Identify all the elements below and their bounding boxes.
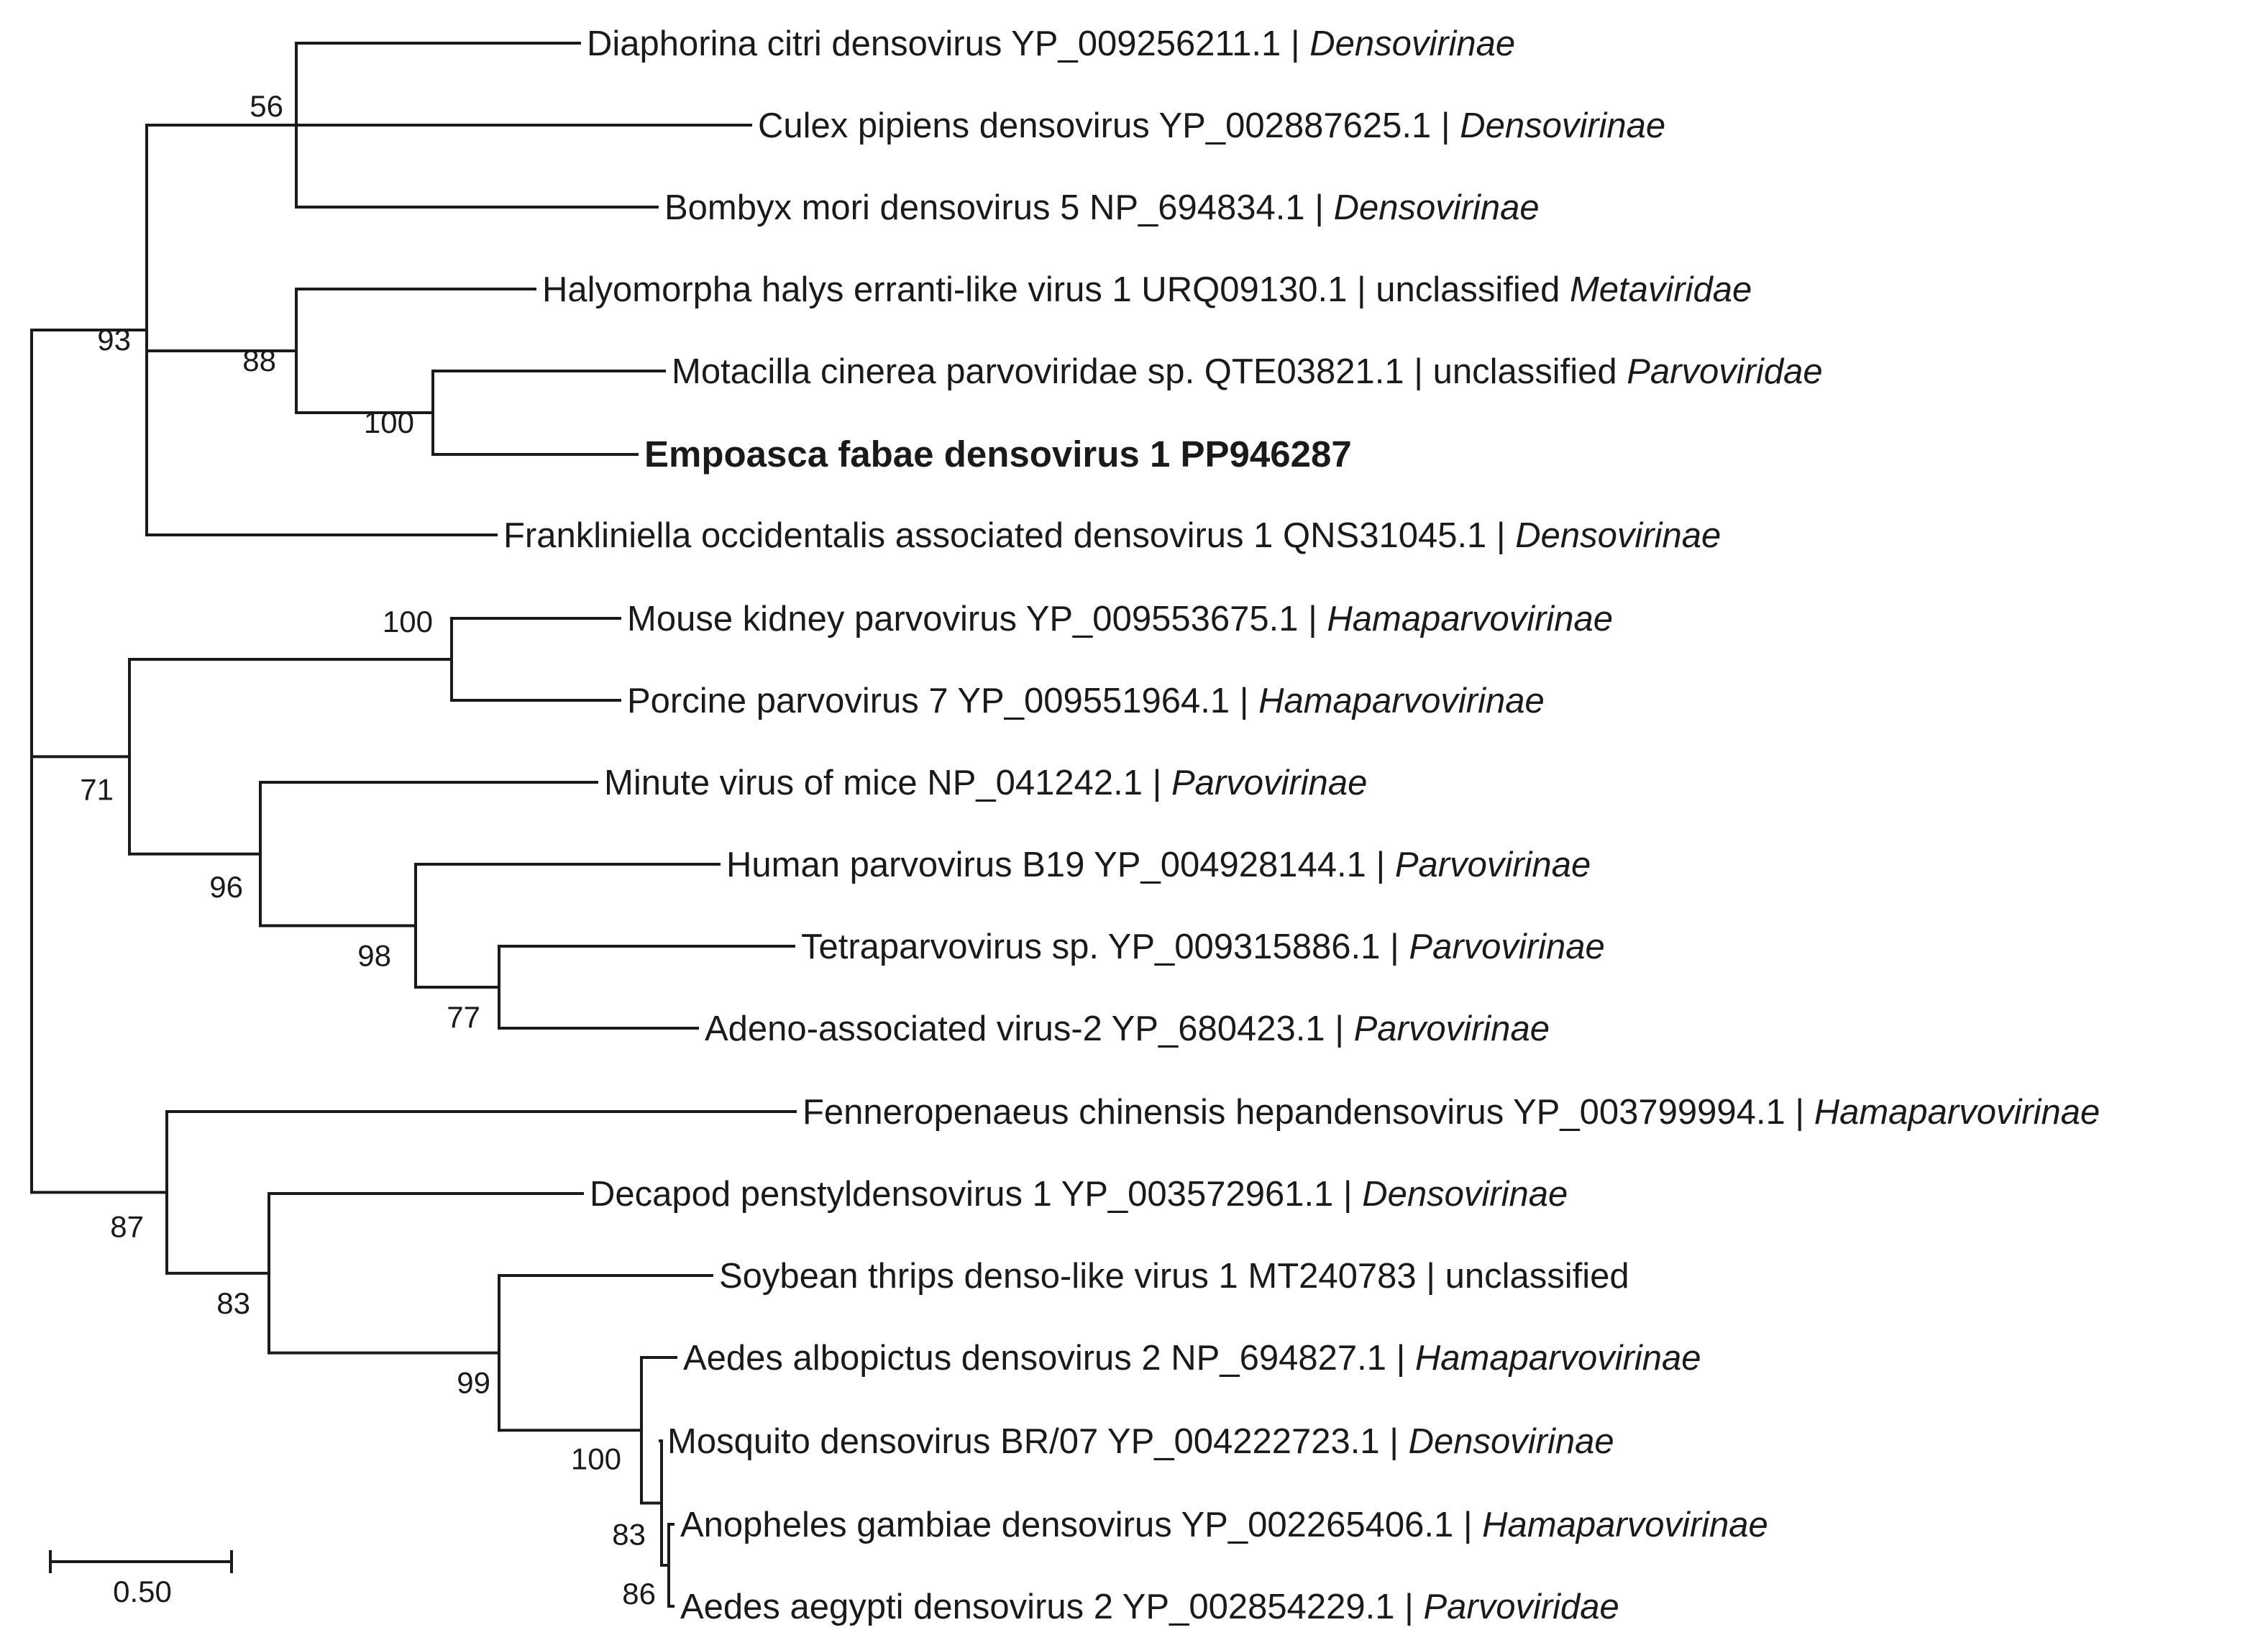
leaf-label-culex: Culex pipiens densovirus YP_002887625.1 … xyxy=(758,106,1665,145)
leaf-separator: | xyxy=(1281,24,1309,63)
leaf-separator: | xyxy=(1431,106,1460,145)
tree-branches xyxy=(30,42,797,1608)
leaf-name: Motacilla cinerea parvoviridae sp. QTE03… xyxy=(672,352,1404,391)
scale-bar-label: 0.50 xyxy=(113,1575,172,1608)
leaf-name: Mosquito densovirus BR/07 YP_004222723.1 xyxy=(667,1422,1380,1461)
leaf-taxon: Hamaparvovirinae xyxy=(1327,600,1613,638)
leaf-taxon: Parvovirinae xyxy=(1354,1009,1550,1048)
leaf-label-aedes_albo: Aedes albopictus densovirus 2 NP_694827.… xyxy=(683,1339,1701,1378)
leaf-separator: | xyxy=(1230,682,1258,720)
leaf-separator: | xyxy=(1785,1093,1814,1132)
bootstrap-n87: 87 xyxy=(110,1209,144,1243)
bootstrap-n96: 96 xyxy=(209,870,243,904)
leaf-name: Diaphorina citri densovirus YP_009256211… xyxy=(587,24,1281,63)
leaf-separator: | xyxy=(1394,1588,1423,1626)
leaf-separator: | xyxy=(1366,846,1395,884)
bootstrap-labels: 56 93 88 100 71 100 96 98 77 87 83 99 100 83 86 xyxy=(80,89,656,1611)
scale-bar: 0.50 xyxy=(49,1550,233,1608)
leaf-taxon: Parvovirinae xyxy=(1395,846,1591,884)
leaf-separator: | xyxy=(1143,764,1171,802)
leaf-separator: | unclassified xyxy=(1417,1257,1629,1296)
leaf-name: Decapod penstyldensovirus 1 YP_003572961… xyxy=(590,1175,1333,1214)
leaf-label-decapod: Decapod penstyldensovirus 1 YP_003572961… xyxy=(590,1175,1568,1214)
leaf-taxon: Densovirinae xyxy=(1409,1422,1614,1461)
leaf-taxon: Parvovirinae xyxy=(1171,764,1367,802)
leaf-taxon: Densovirinae xyxy=(1309,24,1515,63)
leaf-taxon: Densovirinae xyxy=(1515,516,1721,555)
leaf-name: Fenneropenaeus chinensis hepandensovirus… xyxy=(803,1093,1785,1132)
bootstrap-n83a: 83 xyxy=(216,1286,250,1320)
leaf-name: Halyomorpha halys erranti-like virus 1 U… xyxy=(542,270,1347,309)
leaf-label-aedes_aeg: Aedes aegypti densovirus 2 YP_002854229.… xyxy=(680,1588,1619,1626)
bootstrap-n100c: 100 xyxy=(571,1442,621,1475)
leaf-label-frankliniella: Frankliniella occidentalis associated de… xyxy=(503,516,1721,555)
leaf-taxon: Hamaparvovirinae xyxy=(1258,682,1545,720)
bootstrap-n100b: 100 xyxy=(383,605,433,638)
leaf-separator: | unclassified xyxy=(1404,352,1627,391)
leaf-label-soybean: Soybean thrips denso-like virus 1 MT2407… xyxy=(719,1257,1629,1296)
leaf-name: Soybean thrips denso-like virus 1 MT2407… xyxy=(719,1257,1417,1296)
leaf-label-fenneropenaeus: Fenneropenaeus chinensis hepandensovirus… xyxy=(803,1093,2100,1132)
leaf-separator: | xyxy=(1380,1422,1409,1461)
bootstrap-n100a: 100 xyxy=(364,406,414,439)
bootstrap-n98: 98 xyxy=(357,939,391,973)
leaf-taxon: Hamaparvovirinae xyxy=(1482,1506,1768,1544)
leaf-name: Frankliniella occidentalis associated de… xyxy=(503,516,1486,555)
bootstrap-n83b: 83 xyxy=(612,1518,646,1552)
bootstrap-n77: 77 xyxy=(447,1000,480,1034)
leaf-name: Adeno-associated virus-2 YP_680423.1 xyxy=(705,1009,1325,1048)
leaf-name: Tetraparvovirus sp. YP_009315886.1 xyxy=(801,928,1380,966)
leaf-label-anopheles: Anopheles gambiae densovirus YP_00226540… xyxy=(680,1506,1768,1544)
leaf-name: Human parvovirus B19 YP_004928144.1 xyxy=(726,846,1366,884)
leaf-name: Empoasca fabae densovirus 1 PP946287 xyxy=(644,434,1352,475)
bootstrap-n86: 86 xyxy=(622,1577,656,1611)
bootstrap-n71: 71 xyxy=(80,772,114,806)
leaf-separator: | xyxy=(1380,928,1409,966)
leaf-name: Minute virus of mice NP_041242.1 xyxy=(604,764,1143,802)
bootstrap-n99: 99 xyxy=(457,1366,490,1400)
leaf-separator: | xyxy=(1305,188,1334,227)
leaf-taxon: Densovirinae xyxy=(1334,188,1540,227)
leaf-taxon: Parvoviridae xyxy=(1423,1588,1619,1626)
leaf-label-motacilla: Motacilla cinerea parvoviridae sp. QTE03… xyxy=(672,352,1823,391)
leaf-label-aav2: Adeno-associated virus-2 YP_680423.1 | P… xyxy=(705,1009,1550,1048)
bootstrap-n88: 88 xyxy=(242,344,276,377)
leaf-separator: | xyxy=(1298,600,1327,638)
leaf-label-diaphorina: Diaphorina citri densovirus YP_009256211… xyxy=(587,24,1515,63)
leaf-labels: Diaphorina citri densovirus YP_009256211… xyxy=(503,24,2100,1626)
leaf-taxon: Parvoviridae xyxy=(1627,352,1822,391)
leaf-separator: | xyxy=(1325,1009,1354,1048)
leaf-separator: | unclassified xyxy=(1347,270,1570,309)
leaf-name: Mouse kidney parvovirus YP_009553675.1 xyxy=(627,600,1298,638)
leaf-label-mosquito_br07: Mosquito densovirus BR/07 YP_004222723.1… xyxy=(667,1422,1614,1461)
bootstrap-n93: 93 xyxy=(97,323,131,357)
leaf-taxon: Parvovirinae xyxy=(1409,928,1604,966)
leaf-label-bombyx: Bombyx mori densovirus 5 NP_694834.1 | D… xyxy=(664,188,1540,227)
leaf-name: Culex pipiens densovirus YP_002887625.1 xyxy=(758,106,1431,145)
leaf-label-human_b19: Human parvovirus B19 YP_004928144.1 | Pa… xyxy=(726,846,1591,884)
leaf-separator: | xyxy=(1333,1175,1362,1214)
leaf-label-tetra: Tetraparvovirus sp. YP_009315886.1 | Par… xyxy=(801,928,1605,966)
leaf-taxon: Densovirinae xyxy=(1362,1175,1568,1214)
leaf-name: Bombyx mori densovirus 5 NP_694834.1 xyxy=(664,188,1305,227)
leaf-taxon: Densovirinae xyxy=(1460,106,1665,145)
leaf-taxon: Hamaparvovirinae xyxy=(1415,1339,1701,1378)
leaf-taxon: Metaviridae xyxy=(1570,270,1752,309)
leaf-name: Aedes aegypti densovirus 2 YP_002854229.… xyxy=(680,1588,1394,1626)
leaf-name: Anopheles gambiae densovirus YP_00226540… xyxy=(680,1506,1453,1544)
leaf-separator: | xyxy=(1386,1339,1415,1378)
leaf-name: Aedes albopictus densovirus 2 NP_694827.… xyxy=(683,1339,1386,1378)
bootstrap-n56: 56 xyxy=(250,89,283,123)
leaf-name: Porcine parvovirus 7 YP_009551964.1 xyxy=(627,682,1230,720)
leaf-separator: | xyxy=(1486,516,1515,555)
leaf-label-halyomorpha: Halyomorpha halys erranti-like virus 1 U… xyxy=(542,270,1752,309)
leaf-label-minute: Minute virus of mice NP_041242.1 | Parvo… xyxy=(604,764,1367,802)
leaf-label-porcine: Porcine parvovirus 7 YP_009551964.1 | Ha… xyxy=(627,682,1545,720)
leaf-label-empoasca: Empoasca fabae densovirus 1 PP946287 xyxy=(644,434,1352,475)
leaf-label-mouse_kidney: Mouse kidney parvovirus YP_009553675.1 |… xyxy=(627,600,1613,638)
leaf-separator: | xyxy=(1453,1506,1482,1544)
leaf-taxon: Hamaparvovirinae xyxy=(1814,1093,2100,1132)
